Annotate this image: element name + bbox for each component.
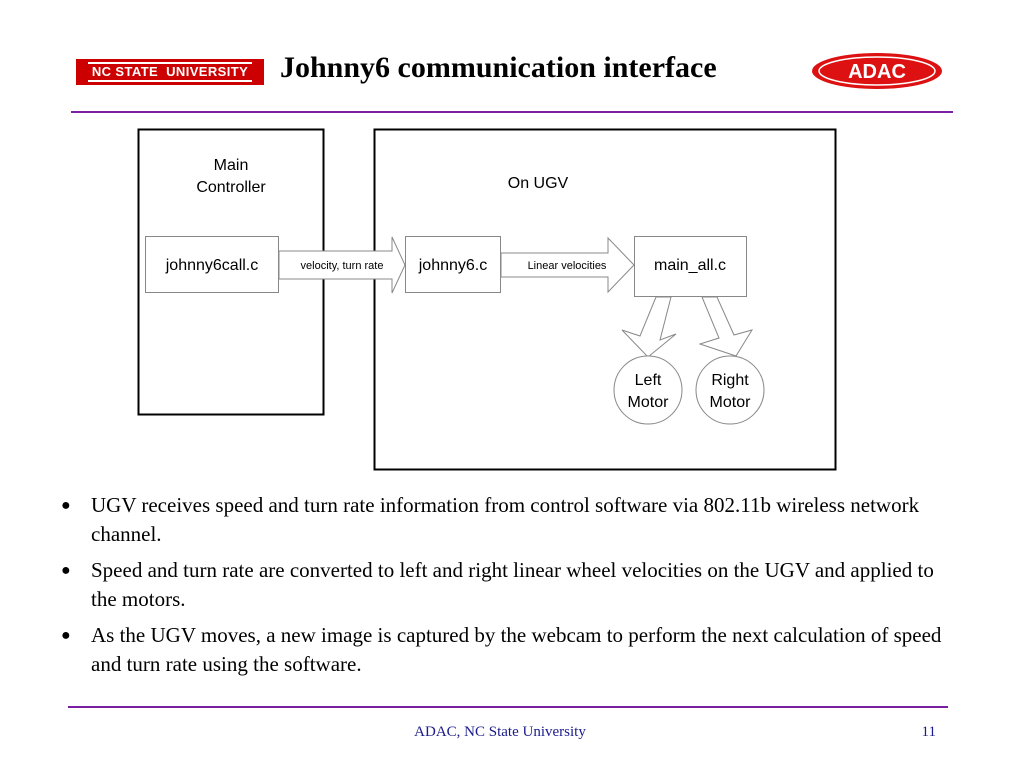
node-johnny6call-label: johnny6call.c — [165, 257, 259, 274]
main-controller-label-2: Controller — [196, 179, 266, 196]
node-johnny6-label: johnny6.c — [418, 257, 488, 274]
page-number: 11 — [921, 724, 936, 740]
node-johnny6 — [405, 236, 501, 293]
ncsu-logo: NC STATE UNIVERSITY — [76, 59, 264, 85]
header-divider — [71, 111, 953, 113]
ugv-box — [373, 128, 837, 471]
bullet-item: ● Speed and turn rate are converted to le… — [60, 556, 960, 614]
arrow-linear-velocities — [500, 236, 635, 294]
arrow-to-left-motor — [621, 296, 677, 358]
right-motor-node — [695, 355, 765, 425]
left-motor-label-2: Motor — [628, 394, 670, 411]
arrow-to-right-motor — [698, 296, 754, 357]
left-motor-label-1: Left — [635, 372, 662, 389]
bullet-text: UGV receives speed and turn rate informa… — [91, 493, 920, 546]
bullet-dot-icon: ● — [61, 562, 71, 579]
adac-logo: ADAC — [812, 53, 942, 89]
bullet-text: Speed and turn rate are converted to lef… — [91, 558, 934, 611]
bullet-text: As the UGV moves, a new image is capture… — [91, 623, 942, 676]
arrow-velocity-turn-rate-label: velocity, turn rate — [301, 260, 384, 272]
bullet-list: ● UGV receives speed and turn rate inform… — [60, 491, 960, 686]
left-motor-node — [613, 355, 683, 425]
footer-org: ADAC, NC State University — [414, 724, 586, 740]
bullet-item: ● UGV receives speed and turn rate inform… — [60, 491, 960, 549]
bullet-dot-icon: ● — [61, 497, 71, 514]
node-main-all — [634, 236, 747, 297]
ncsu-logo-text: NC STATE UNIVERSITY — [87, 62, 253, 82]
main-controller-label-1: Main — [214, 157, 249, 174]
ugv-label: On UGV — [508, 175, 569, 192]
arrow-velocity-turn-rate — [278, 236, 406, 294]
node-johnny6call — [145, 236, 279, 293]
right-motor-label-2: Motor — [710, 394, 752, 411]
node-main-all-label: main_all.c — [654, 257, 726, 274]
bullet-dot-icon: ● — [61, 627, 71, 644]
right-motor-label-1: Right — [711, 372, 749, 389]
slide-title: Johnny6 communication interface — [280, 51, 717, 84]
bullet-item: ● As the UGV moves, a new image is captur… — [60, 621, 960, 679]
footer-divider — [68, 706, 948, 708]
arrow-linear-velocities-label: Linear velocities — [528, 260, 607, 272]
adac-logo-text: ADAC — [848, 61, 906, 83]
